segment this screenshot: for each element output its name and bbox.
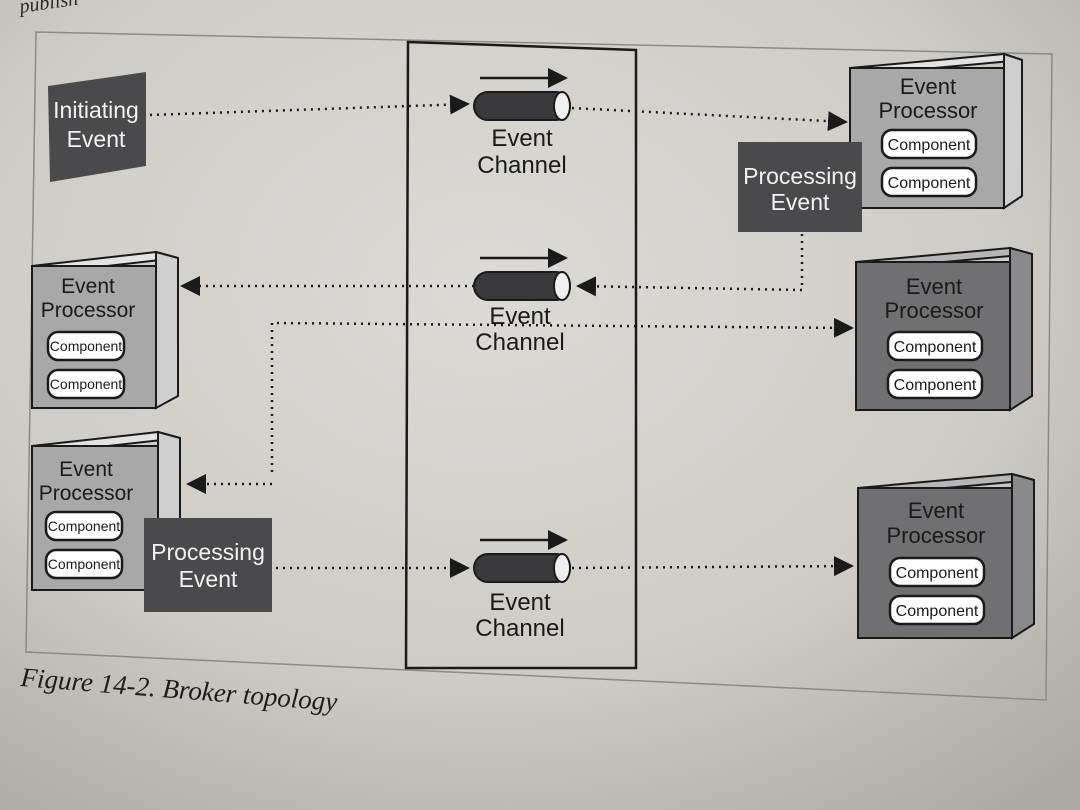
component-pill bbox=[46, 368, 126, 400]
initiating-event-label-line1: Initiating bbox=[53, 97, 139, 123]
processor-left-2-label-line1: Event bbox=[59, 458, 113, 481]
initiating-event-node: Initiating Event bbox=[48, 72, 146, 182]
channel-pipe-end-1 bbox=[553, 91, 571, 121]
component-label: Component bbox=[48, 556, 120, 572]
processing-event-right-label-line1: Processing bbox=[743, 163, 857, 189]
channel-pipe-end-3 bbox=[553, 553, 571, 583]
connector-channel1-to-processor-right1 bbox=[571, 106, 848, 132]
processing-event-right-label-line2: Event bbox=[771, 189, 830, 215]
processor-right-3-label-line1: Event bbox=[908, 498, 964, 523]
channel-2-label-line1: Event bbox=[489, 303, 551, 330]
component-pill bbox=[888, 594, 986, 626]
connector-processing-event-right-to-channel2 bbox=[576, 234, 804, 297]
processor-left-1-label-line2: Processor bbox=[41, 299, 136, 322]
component-label: Component bbox=[48, 518, 120, 534]
processor-right-2-label-line2: Processor bbox=[884, 298, 983, 323]
event-processor-left-1: Event Processor Component Component bbox=[31, 250, 179, 410]
component-label: Component bbox=[894, 339, 977, 356]
channel-pipe-end-2 bbox=[553, 271, 571, 301]
component-label: Component bbox=[888, 137, 971, 154]
event-channel-3: Event Channel bbox=[473, 530, 571, 642]
event-channel-1: Event Channel bbox=[473, 68, 571, 179]
processor-right-1-label-line2: Processor bbox=[878, 98, 977, 123]
event-processor-right-3: Event Processor Component Component bbox=[857, 472, 1035, 640]
event-processor-right-2: Event Processor Component Component bbox=[855, 246, 1033, 412]
processing-event-left: Processing Event bbox=[144, 518, 272, 612]
figure-border bbox=[25, 31, 1053, 701]
broker-boundary bbox=[404, 40, 638, 670]
processor-right-3-label-line2: Processor bbox=[886, 523, 985, 548]
component-pill bbox=[44, 510, 124, 542]
channel-1-label-line2: Channel bbox=[477, 152, 566, 179]
processing-event-left-label-line2: Event bbox=[179, 566, 238, 592]
event-processor-left-2: Event Processor Component Component bbox=[31, 430, 181, 592]
component-pill bbox=[880, 128, 978, 160]
channel-2-label-line2: Channel bbox=[475, 329, 564, 356]
event-channel-2: Event Channel bbox=[473, 248, 571, 356]
processor-right-1-label-line1: Event bbox=[900, 74, 956, 99]
processing-event-right: Processing Event bbox=[738, 142, 862, 232]
processor-left-2-label-line2: Processor bbox=[39, 482, 134, 505]
initiating-event-label-line2: Event bbox=[67, 126, 126, 152]
component-pill bbox=[44, 548, 124, 580]
channel-3-label-line2: Channel bbox=[475, 615, 564, 642]
channel-1-label-line1: Event bbox=[491, 125, 553, 152]
connectors bbox=[149, 94, 854, 578]
event-processor-right-1: Event Processor Component Component bbox=[849, 52, 1023, 210]
component-pill bbox=[886, 330, 984, 362]
component-label: Component bbox=[888, 175, 971, 192]
processor-right-2-label-line1: Event bbox=[906, 274, 962, 299]
component-pill bbox=[886, 368, 984, 400]
connector-channel3-to-processor-right3 bbox=[571, 556, 854, 577]
processing-event-left-label-line1: Processing bbox=[151, 539, 265, 565]
component-label: Component bbox=[896, 565, 979, 582]
component-label: Component bbox=[50, 338, 122, 354]
component-pill bbox=[888, 556, 986, 588]
component-label: Component bbox=[50, 376, 122, 392]
component-pill bbox=[880, 166, 978, 198]
component-pill bbox=[46, 330, 126, 362]
component-label: Component bbox=[896, 603, 979, 620]
component-label: Component bbox=[894, 377, 977, 394]
channel-3-label-line1: Event bbox=[489, 589, 551, 616]
connector-processor-left2-to-processor-right2 bbox=[270, 317, 854, 472]
processor-left-1-label-line1: Event bbox=[61, 275, 115, 298]
connector-initiating-to-channel1 bbox=[149, 94, 470, 117]
